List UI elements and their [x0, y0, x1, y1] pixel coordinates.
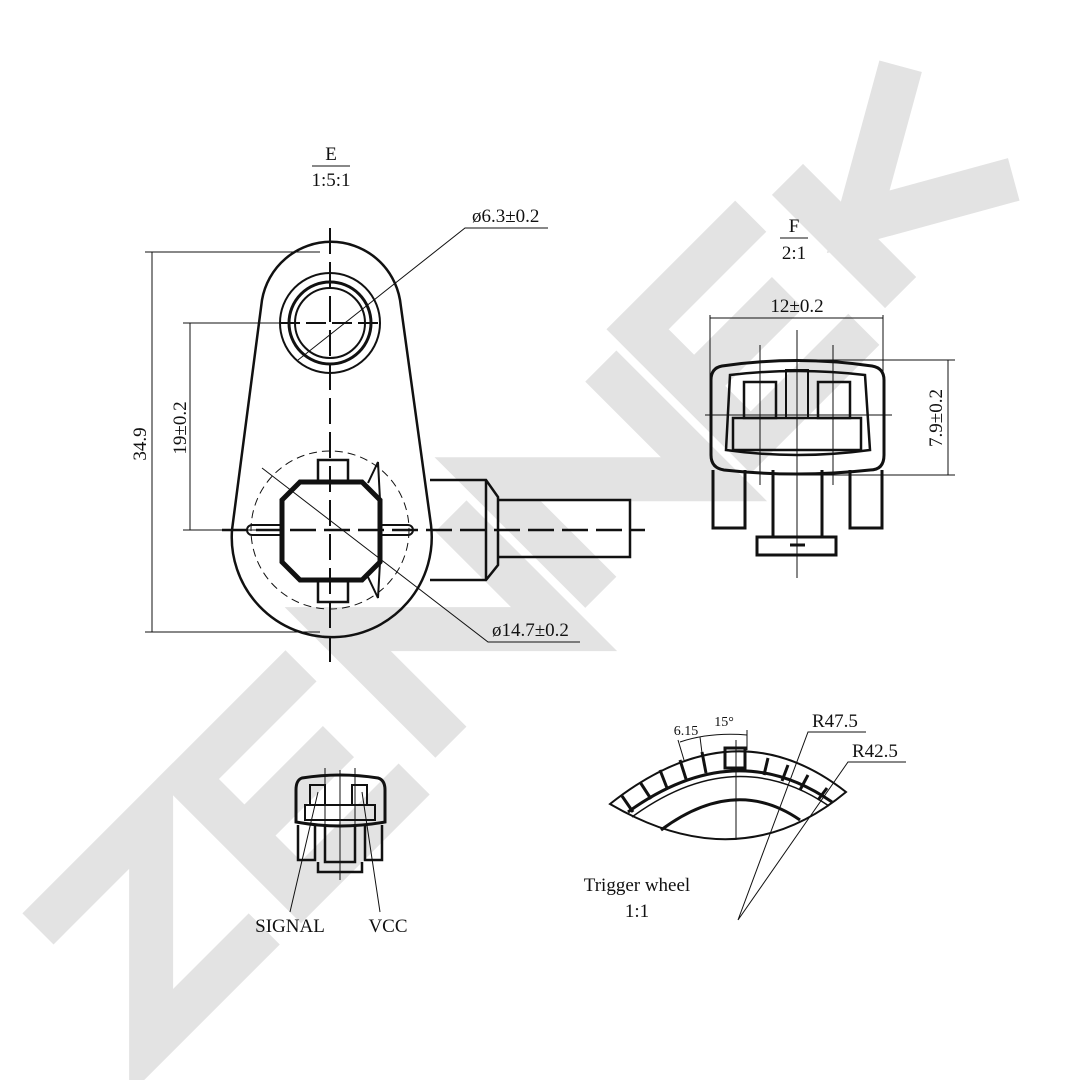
view-f-scale: 2:1 — [782, 243, 806, 264]
inner-radius-dim: R42.5 — [852, 741, 898, 762]
tooth-angle-dim: 15° — [714, 715, 734, 730]
view-f-letter: F — [789, 216, 800, 237]
connector-housing — [709, 359, 886, 476]
view-e-scale: 1:5:1 — [311, 170, 350, 191]
hole-diameter-dim: ø6.3±0.2 — [472, 206, 539, 227]
cable-outline — [430, 478, 632, 582]
overall-height-dim: 34.9 — [130, 427, 151, 460]
body-diameter-dim: ø14.7±0.2 — [492, 620, 569, 641]
signal-pin-label: SIGNAL — [255, 916, 325, 937]
watermark-letter-n — [284, 500, 618, 758]
height-dim: 7.9±0.2 — [926, 389, 947, 447]
view-e-letter: E — [325, 144, 337, 165]
watermark-letter-k — [771, 60, 1020, 309]
sensor-body-outline — [230, 240, 433, 639]
view-e: E 1:5:1 34.9 19±0.2 ø6.3±0.2 ø14.7±0.2 — [130, 144, 645, 668]
view-f: F 2:1 12±0.2 7.9±0.2 — [705, 216, 955, 578]
width-dim: 12±0.2 — [770, 296, 823, 317]
tooth-width-dim: 6.15 — [674, 724, 699, 739]
watermark-letter-n2 — [434, 350, 768, 608]
center-distance-dim: 19±0.2 — [170, 401, 191, 454]
outer-radius-dim: R47.5 — [812, 711, 858, 732]
watermark-logo — [22, 60, 1020, 1080]
trigger-teeth — [620, 746, 829, 813]
connector-octagon — [279, 479, 383, 583]
pin-view: SIGNAL VCC — [255, 768, 408, 937]
vcc-pin-label: VCC — [368, 916, 407, 937]
trigger-wheel-view: 6.15 15° R47.5 R42.5 Trigger wheel 1:1 — [584, 711, 906, 922]
watermark-letter-e — [156, 650, 430, 924]
trigger-wheel-title: Trigger wheel — [584, 875, 690, 896]
watermark-letter-z — [22, 762, 280, 1080]
trigger-wheel-scale: 1:1 — [625, 901, 649, 922]
